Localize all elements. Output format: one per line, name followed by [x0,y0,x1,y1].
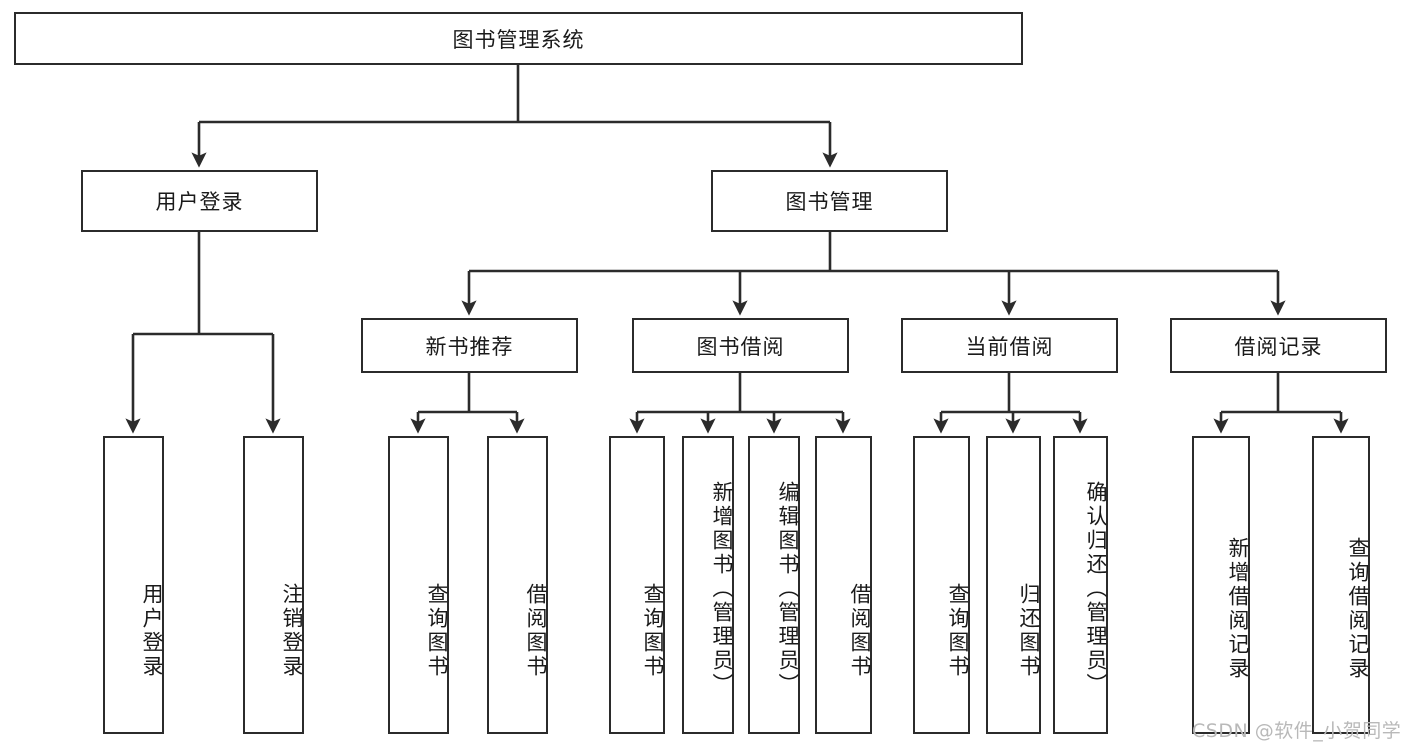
node-leaf-user-login-label: 用户登录 [140,583,164,679]
node-leaf-add-record[interactable]: 新增借阅记录 [1192,436,1250,734]
node-book-borrow[interactable]: 图书借阅 [632,318,849,373]
node-leaf-return-book[interactable]: 归还图书 [986,436,1041,734]
node-leaf-query-book-1[interactable]: 查询图书 [388,436,449,734]
node-new-book-rec-label: 新书推荐 [425,334,514,359]
node-current-borrow-label: 当前借阅 [965,334,1054,359]
node-leaf-add-record-label: 新增借阅记录 [1226,537,1250,681]
node-root-label: 图书管理系统 [452,27,585,52]
node-borrow-record-label: 借阅记录 [1234,334,1323,359]
node-leaf-return-book-label: 归还图书 [1017,583,1041,679]
node-leaf-add-book[interactable]: 新增图书（管理员） [682,436,734,734]
node-leaf-logout[interactable]: 注销登录 [243,436,304,734]
node-leaf-add-book-label: 新增图书（管理员） [710,481,734,697]
node-leaf-query-book-3-label: 查询图书 [946,583,970,679]
node-leaf-borrow-book-1-label: 借阅图书 [524,583,548,679]
node-leaf-query-record[interactable]: 查询借阅记录 [1312,436,1370,734]
node-leaf-query-book-3[interactable]: 查询图书 [913,436,970,734]
node-book-manage[interactable]: 图书管理 [711,170,948,232]
node-leaf-logout-label: 注销登录 [280,583,304,679]
node-root[interactable]: 图书管理系统 [14,12,1023,65]
node-new-book-rec[interactable]: 新书推荐 [361,318,578,373]
csdn-watermark: CSDN @软件_小贺同学 [1192,720,1402,742]
node-leaf-confirm-return[interactable]: 确认归还（管理员） [1053,436,1108,734]
node-book-manage-label: 图书管理 [785,190,874,214]
node-book-borrow-label: 图书借阅 [696,334,785,359]
node-leaf-query-book-2-label: 查询图书 [641,583,665,679]
node-leaf-borrow-book-1[interactable]: 借阅图书 [487,436,548,734]
node-user-login-label: 用户登录 [155,190,244,214]
node-leaf-query-record-label: 查询借阅记录 [1346,537,1370,681]
node-leaf-confirm-return-label: 确认归还（管理员） [1084,481,1108,697]
node-current-borrow[interactable]: 当前借阅 [901,318,1118,373]
node-leaf-edit-book-label: 编辑图书（管理员） [776,481,800,697]
node-borrow-record[interactable]: 借阅记录 [1170,318,1387,373]
node-leaf-query-book-2[interactable]: 查询图书 [609,436,665,734]
node-leaf-borrow-book-2[interactable]: 借阅图书 [815,436,872,734]
node-leaf-user-login[interactable]: 用户登录 [103,436,164,734]
node-user-login[interactable]: 用户登录 [81,170,318,232]
node-leaf-borrow-book-2-label: 借阅图书 [848,583,872,679]
node-leaf-query-book-1-label: 查询图书 [425,583,449,679]
node-leaf-edit-book[interactable]: 编辑图书（管理员） [748,436,800,734]
